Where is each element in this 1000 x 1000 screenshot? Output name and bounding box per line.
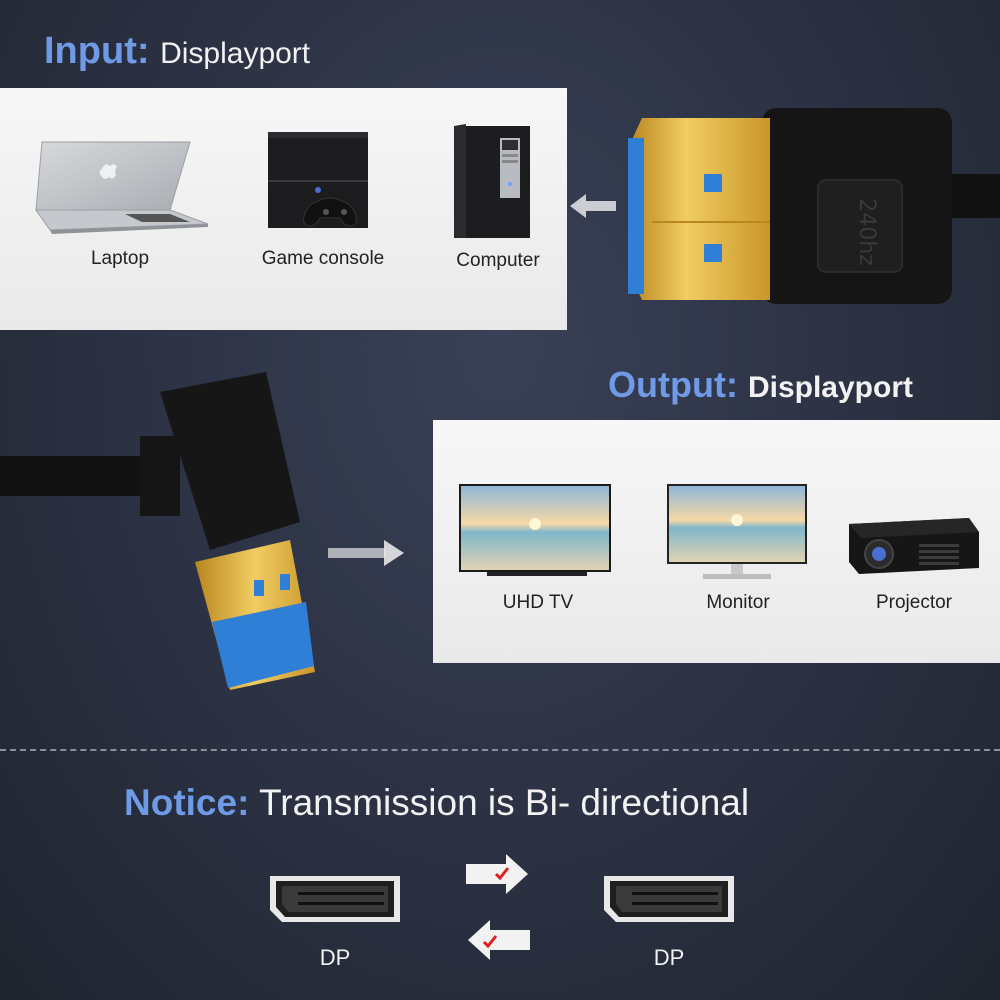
computer-tower-icon xyxy=(454,124,530,238)
projector-icon xyxy=(849,518,979,574)
notice-heading-text: Transmission is Bi- directional xyxy=(259,782,750,823)
input-heading-text: Displayport xyxy=(160,37,311,70)
notice-heading: Notice: Transmission is Bi- directional xyxy=(124,782,749,824)
laptop-icon xyxy=(35,141,209,234)
arrow-left-check-icon xyxy=(468,920,530,960)
monitor-icon xyxy=(667,484,807,579)
device-monitor: Monitor xyxy=(663,482,813,614)
displayport-port-icon xyxy=(604,876,734,922)
output-heading-text: Displayport xyxy=(747,371,913,404)
device-label: Projector xyxy=(875,592,953,613)
output-devices-panel: UHD TV Monitor xyxy=(433,420,1000,663)
output-heading: Output: Displayport xyxy=(608,364,913,406)
arrow-left-icon xyxy=(570,194,616,218)
input-heading: Input: Displayport xyxy=(44,30,310,73)
connector-marking: 240hz xyxy=(854,198,879,265)
section-divider xyxy=(0,749,1000,751)
output-heading-accent: Output: xyxy=(608,364,738,405)
input-heading-accent: Input: xyxy=(44,30,150,72)
port-label: DP xyxy=(319,945,351,970)
device-game-console: Game console xyxy=(248,128,398,270)
notice-port-right: DP xyxy=(598,870,740,971)
device-projector: Projector xyxy=(839,508,989,614)
notice-heading-accent: Notice: xyxy=(124,782,250,823)
port-label: DP xyxy=(653,945,685,970)
arrow-right-check-icon xyxy=(466,854,528,894)
device-uhd-tv: UHD TV xyxy=(457,482,619,614)
device-label: Computer xyxy=(456,250,540,271)
tv-icon xyxy=(459,484,611,576)
displayport-connector-right-angle xyxy=(0,372,315,690)
device-label: Monitor xyxy=(706,592,770,613)
device-label: Laptop xyxy=(90,248,150,269)
device-computer: Computer xyxy=(438,124,558,272)
notice-port-left: DP xyxy=(264,870,406,971)
arrow-right-icon xyxy=(328,540,404,566)
device-label: Game console xyxy=(261,248,385,269)
displayport-port-icon xyxy=(270,876,400,922)
input-devices-panel: Laptop Game console Computer xyxy=(0,88,567,330)
displayport-connector-male: 240hz xyxy=(628,108,1000,304)
device-label: UHD TV xyxy=(502,592,574,613)
device-laptop: Laptop xyxy=(30,138,210,270)
game-console-icon xyxy=(268,132,368,228)
